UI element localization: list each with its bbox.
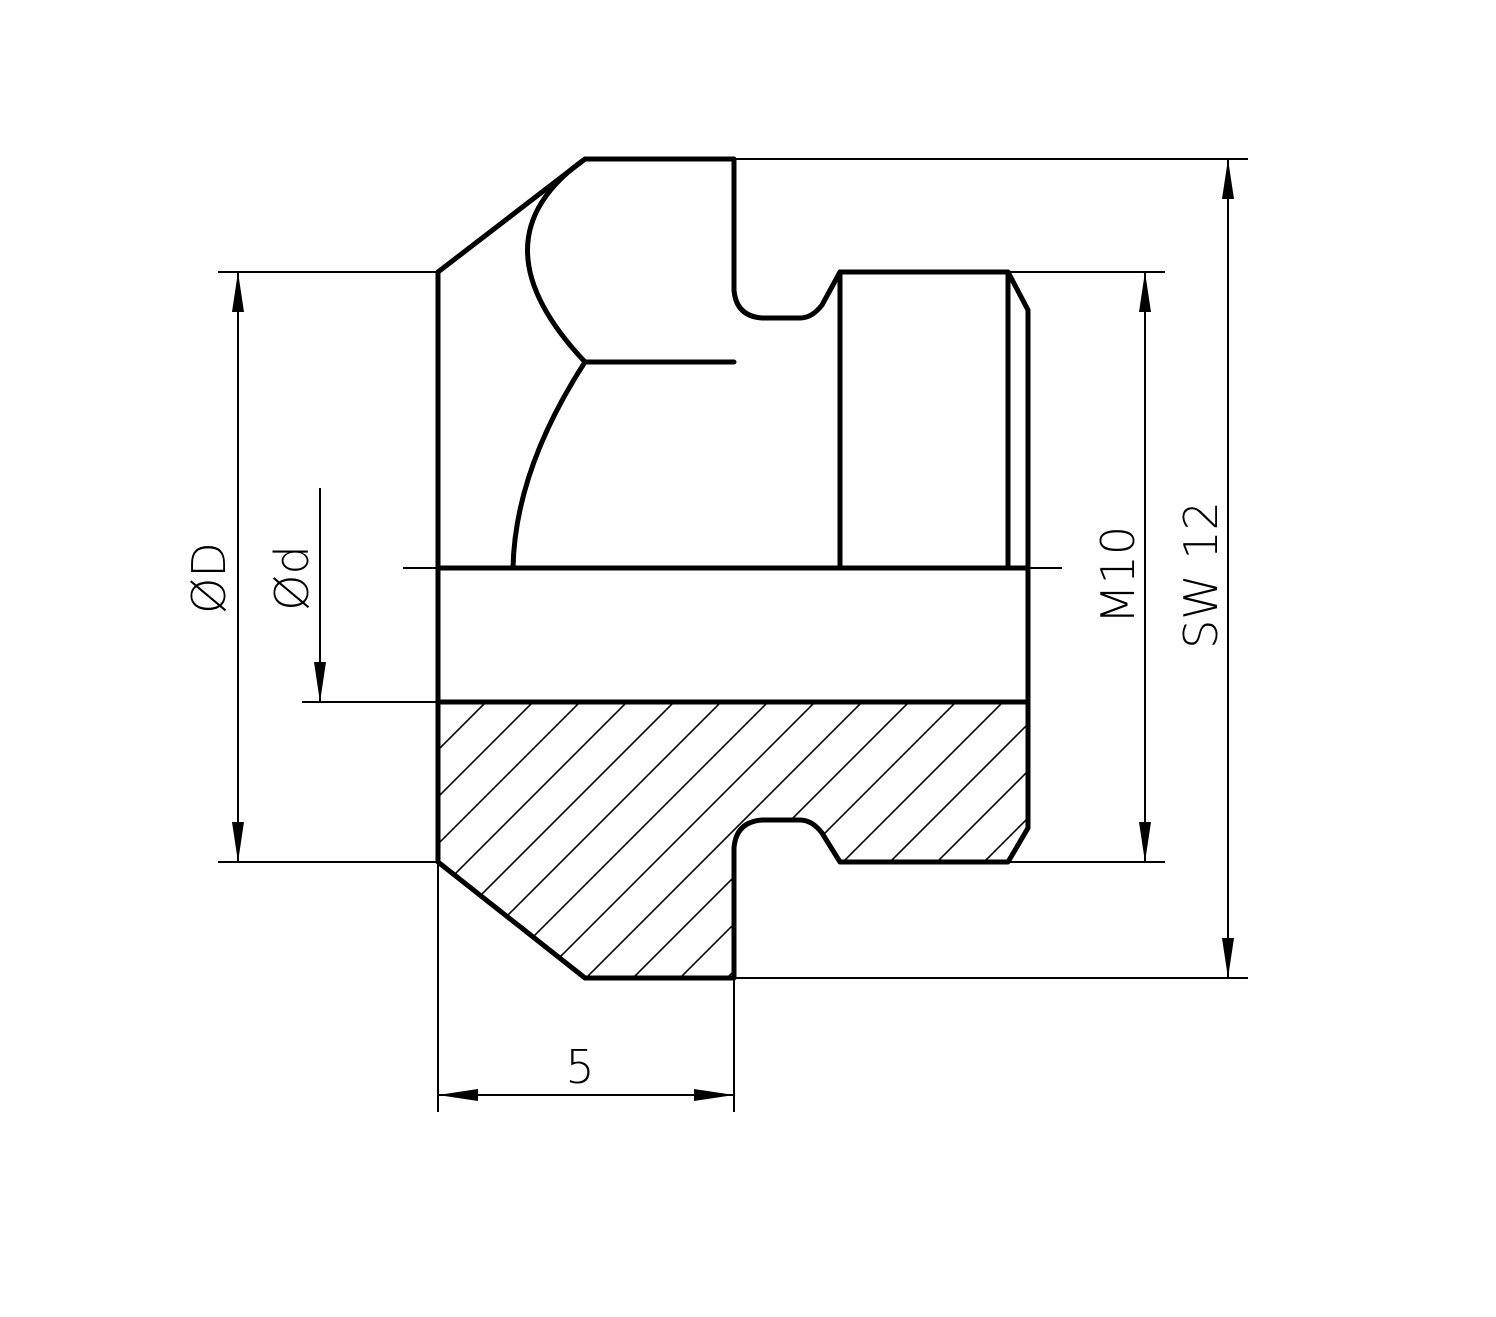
part-outline	[435, 156, 1031, 981]
wrench-label: SW 12	[1174, 501, 1228, 649]
hatch-line	[0, 600, 400, 1000]
hatch-line	[1081, 600, 1481, 1000]
hatch-line	[469, 702, 871, 978]
thread-label: M10	[1091, 526, 1145, 624]
hex-face-lower	[510, 359, 588, 571]
hatch-line	[563, 702, 965, 978]
length-extension-lines	[437, 862, 735, 1112]
bore-label: Ød	[265, 545, 319, 610]
hatch-line	[1316, 600, 1496, 1000]
od-extension-lines	[218, 271, 438, 863]
length-label: 5	[565, 1040, 594, 1094]
hatch-line	[1410, 600, 1496, 1000]
hatch-line	[1128, 600, 1496, 1000]
wrench-extension-lines	[734, 158, 1248, 979]
hatch-line	[657, 702, 1028, 978]
hatch-line	[1222, 600, 1496, 1000]
hatch-line	[438, 702, 730, 978]
hatch-line	[438, 702, 683, 978]
hatch-line	[1034, 600, 1434, 1000]
hatch-line	[986, 702, 1028, 978]
hatch-line	[1363, 600, 1496, 1000]
hatch-line	[610, 702, 1012, 978]
hatch-line	[516, 702, 918, 978]
hatch-line	[438, 702, 495, 978]
hex-face-upper	[525, 156, 737, 365]
thread-extension-lines	[1008, 271, 1165, 863]
thread-lines	[837, 269, 1011, 571]
section-hatching	[0, 600, 1496, 1000]
od-label: ØD	[182, 542, 236, 614]
hatch-line	[438, 702, 448, 978]
hatch-line	[1175, 600, 1496, 1000]
bore-edges	[435, 565, 1031, 705]
hatch-line	[1269, 600, 1496, 1000]
hatch-line	[1457, 600, 1496, 1000]
